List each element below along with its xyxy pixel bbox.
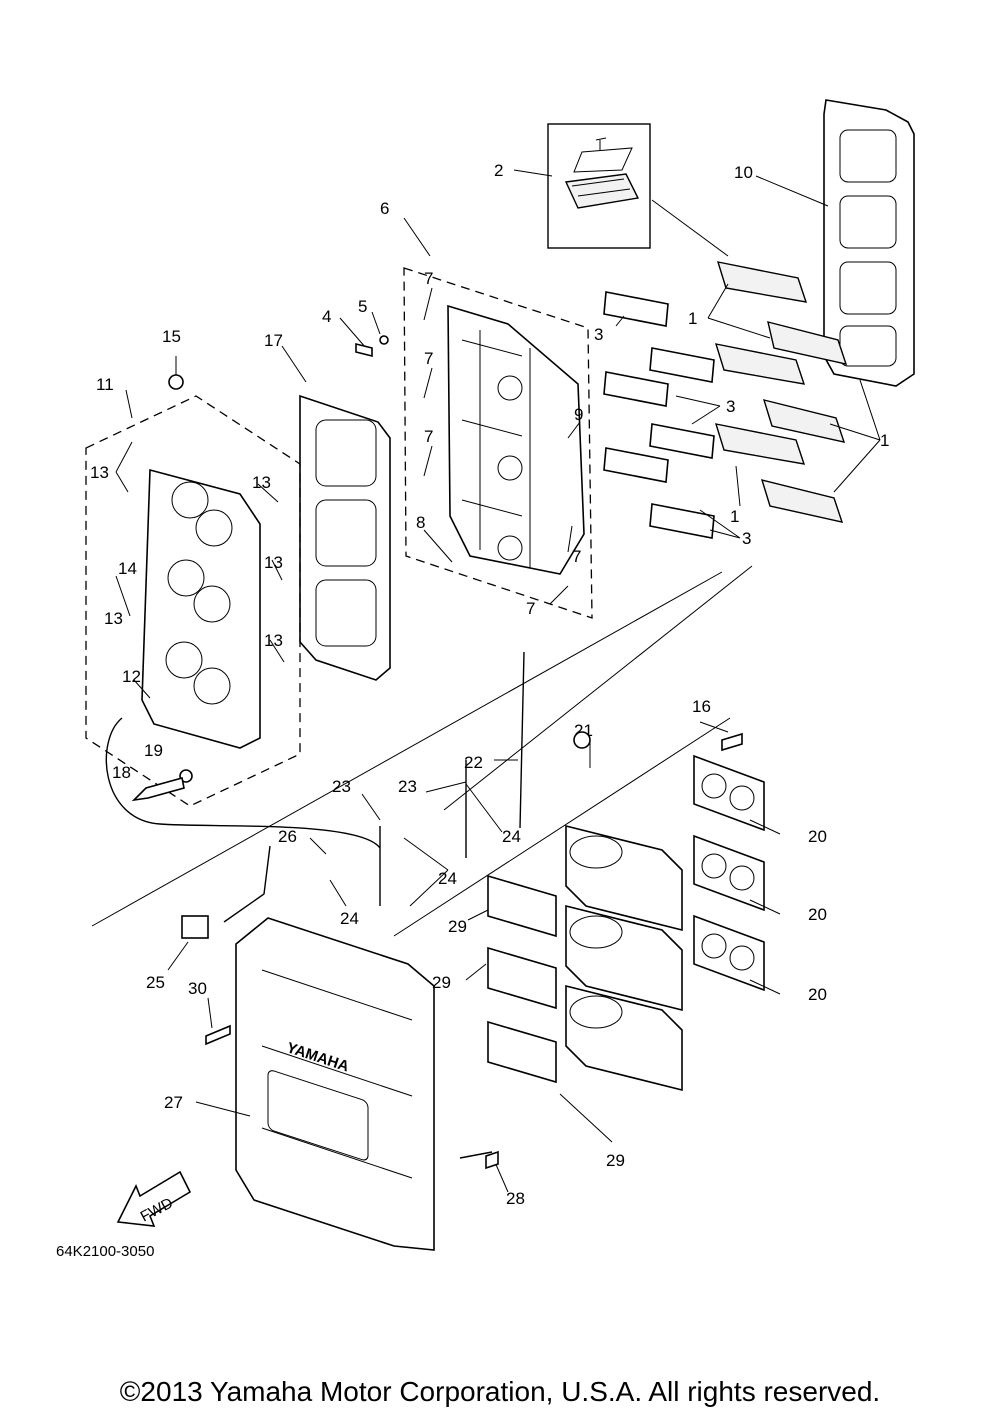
callout-24a: 24 [502, 827, 521, 846]
fwd-arrow: FWD [116, 1170, 192, 1227]
linkage-and-hoses [105, 651, 525, 1159]
gaskets-29 [487, 874, 557, 1084]
callout-28: 28 [506, 1189, 525, 1208]
callout-25: 25 [146, 973, 165, 992]
callout-26: 26 [278, 827, 297, 846]
callout-1b: 1 [880, 431, 889, 450]
callout-29c: 29 [606, 1151, 625, 1170]
callout-15: 15 [162, 327, 181, 346]
callout-labels: 2 10 6 7 5 4 3 1 15 17 7 11 3 9 7 1 13 1… [90, 161, 889, 1208]
callout-3a: 3 [594, 325, 603, 344]
callout-20b: 20 [808, 905, 827, 924]
callout-13d: 13 [104, 609, 123, 628]
callout-4: 4 [322, 307, 331, 326]
callout-22: 22 [464, 753, 483, 772]
silencer-cover-27: YAMAHA [235, 917, 435, 1251]
callout-1a: 1 [688, 309, 697, 328]
callout-11: 11 [96, 375, 114, 394]
callout-16: 16 [692, 697, 711, 716]
plate-11 [85, 395, 301, 807]
fasteners [131, 335, 743, 1170]
assembly-leader-lines [91, 565, 753, 937]
callout-13b: 13 [252, 473, 271, 492]
callout-10: 10 [734, 163, 753, 182]
reed-valve-detail-inset [547, 123, 651, 249]
callout-19: 19 [144, 741, 163, 760]
callout-27: 27 [164, 1093, 183, 1112]
callout-13e: 13 [264, 631, 283, 650]
callout-29b: 29 [432, 973, 451, 992]
callout-20c: 20 [808, 985, 827, 1004]
callout-18: 18 [112, 763, 131, 782]
copyright-notice: ©2013 Yamaha Motor Corporation, U.S.A. A… [119, 1376, 881, 1407]
reed-valves-1 [714, 261, 848, 523]
callout-7e: 7 [526, 599, 535, 618]
gaskets-20 [693, 754, 765, 992]
callout-17: 17 [264, 331, 283, 350]
diagram-part-code: 64K2100-3050 [56, 1243, 154, 1260]
callout-5: 5 [358, 297, 367, 316]
callout-24b: 24 [438, 869, 457, 888]
callout-14: 14 [118, 559, 137, 578]
callout-7b: 7 [424, 349, 433, 368]
callout-7a: 7 [424, 269, 433, 288]
callout-2: 2 [494, 161, 503, 180]
callout-12: 12 [122, 667, 141, 686]
callout-3b: 3 [726, 397, 735, 416]
callout-13a: 13 [90, 463, 109, 482]
callout-leaders [115, 169, 881, 1193]
callout-24c: 24 [340, 909, 359, 928]
callout-7d: 7 [572, 547, 581, 566]
callout-29a: 29 [448, 917, 467, 936]
reed-gaskets-3 [603, 291, 715, 539]
callout-3c: 3 [742, 529, 751, 548]
callout-6: 6 [380, 199, 389, 218]
callout-13c: 13 [264, 553, 283, 572]
callout-7c: 7 [424, 427, 433, 446]
gasket-10 [823, 99, 915, 387]
callout-23a: 23 [332, 777, 351, 796]
callout-30: 30 [188, 979, 207, 998]
callout-23b: 23 [398, 777, 417, 796]
callout-20a: 20 [808, 827, 827, 846]
gasket-17 [299, 394, 391, 681]
callout-9: 9 [574, 405, 583, 424]
callout-8: 8 [416, 513, 425, 532]
carburetor-assembly [565, 824, 683, 1092]
callout-1c: 1 [730, 507, 739, 526]
intake-manifold-6 [403, 267, 593, 619]
